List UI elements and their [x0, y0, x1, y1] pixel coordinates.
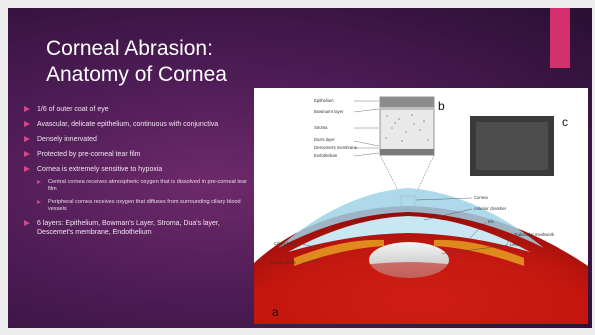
- sub-bullet-item: Central cornea receives atmospheric oxyg…: [37, 179, 252, 193]
- panel-a-label: a: [272, 305, 279, 319]
- bowman-band: [380, 107, 434, 110]
- cornea-anatomy-figure: b Epithelium Bowman's layer Stroma Dua's…: [254, 88, 588, 324]
- title-line-1: Corneal Abrasion:: [46, 37, 213, 60]
- endothelium-band: [380, 149, 434, 155]
- label-zonular-fibres: Zonular fibres: [270, 260, 296, 265]
- slide-title: Corneal Abrasion: Anatomy of Cornea: [46, 36, 227, 88]
- label-epithelium: Epithelium: [314, 98, 334, 103]
- bullet-item: 6 layers: Epithelium, Bowman's Layer, St…: [24, 219, 252, 237]
- slide: Corneal Abrasion: Anatomy of Cornea 1/6 …: [8, 8, 592, 328]
- label-bowmans-layer: Bowman's layer: [314, 109, 344, 114]
- label-ciliary-body: Ciliary body: [274, 241, 297, 246]
- bullet-arrow-icon: [24, 136, 30, 142]
- label-iris: Iris: [488, 219, 494, 224]
- label-trabecular-meshwork: Trabecular meshwork: [514, 232, 555, 237]
- bullet-arrow-icon: [24, 166, 30, 172]
- bullet-item: Protected by pre-corneal tear film: [24, 150, 252, 159]
- sub-bullet-arrow-icon: [37, 200, 41, 204]
- sub-bullet-list: Central cornea receives atmospheric oxyg…: [37, 179, 252, 213]
- label-endothelium: Endothelium: [314, 153, 338, 158]
- label-stroma: Stroma: [314, 125, 328, 130]
- bullet-arrow-icon: [24, 151, 30, 157]
- bullet-list: 1/6 of outer coat of eye Avascular, deli…: [24, 105, 252, 243]
- bullet-item: Densely innervated: [24, 135, 252, 144]
- label-descemets-membrane: Descemet's membrane: [314, 145, 358, 150]
- layer-leaders: [354, 101, 379, 156]
- bullet-arrow-icon: [24, 106, 30, 112]
- bullet-item: Avascular, delicate epithelium, continuo…: [24, 120, 252, 129]
- label-lens: Lens: [510, 242, 519, 247]
- bullet-item: 1/6 of outer coat of eye: [24, 105, 252, 114]
- label-anterior-chamber: Anterior chamber: [474, 206, 507, 211]
- title-line-2: Anatomy of Cornea: [46, 63, 227, 86]
- panel-c-label: c: [562, 115, 568, 129]
- epithelium-band: [380, 97, 434, 107]
- sub-bullet-item: Peripheral cornea receives oxygen that d…: [37, 199, 252, 213]
- accent-bar: [550, 8, 570, 68]
- panel-b-label: b: [438, 99, 445, 113]
- eye-cross-section-diagram: b Epithelium Bowman's layer Stroma Dua's…: [254, 88, 588, 324]
- bullet-item: Cornea is extremely sensitive to hypoxia…: [24, 165, 252, 213]
- sub-bullet-arrow-icon: [37, 180, 41, 184]
- bullet-arrow-icon: [24, 121, 30, 127]
- label-duas-layer: Dua's layer: [314, 137, 335, 142]
- bullet-arrow-icon: [24, 220, 30, 226]
- label-cornea: Cornea: [474, 195, 488, 200]
